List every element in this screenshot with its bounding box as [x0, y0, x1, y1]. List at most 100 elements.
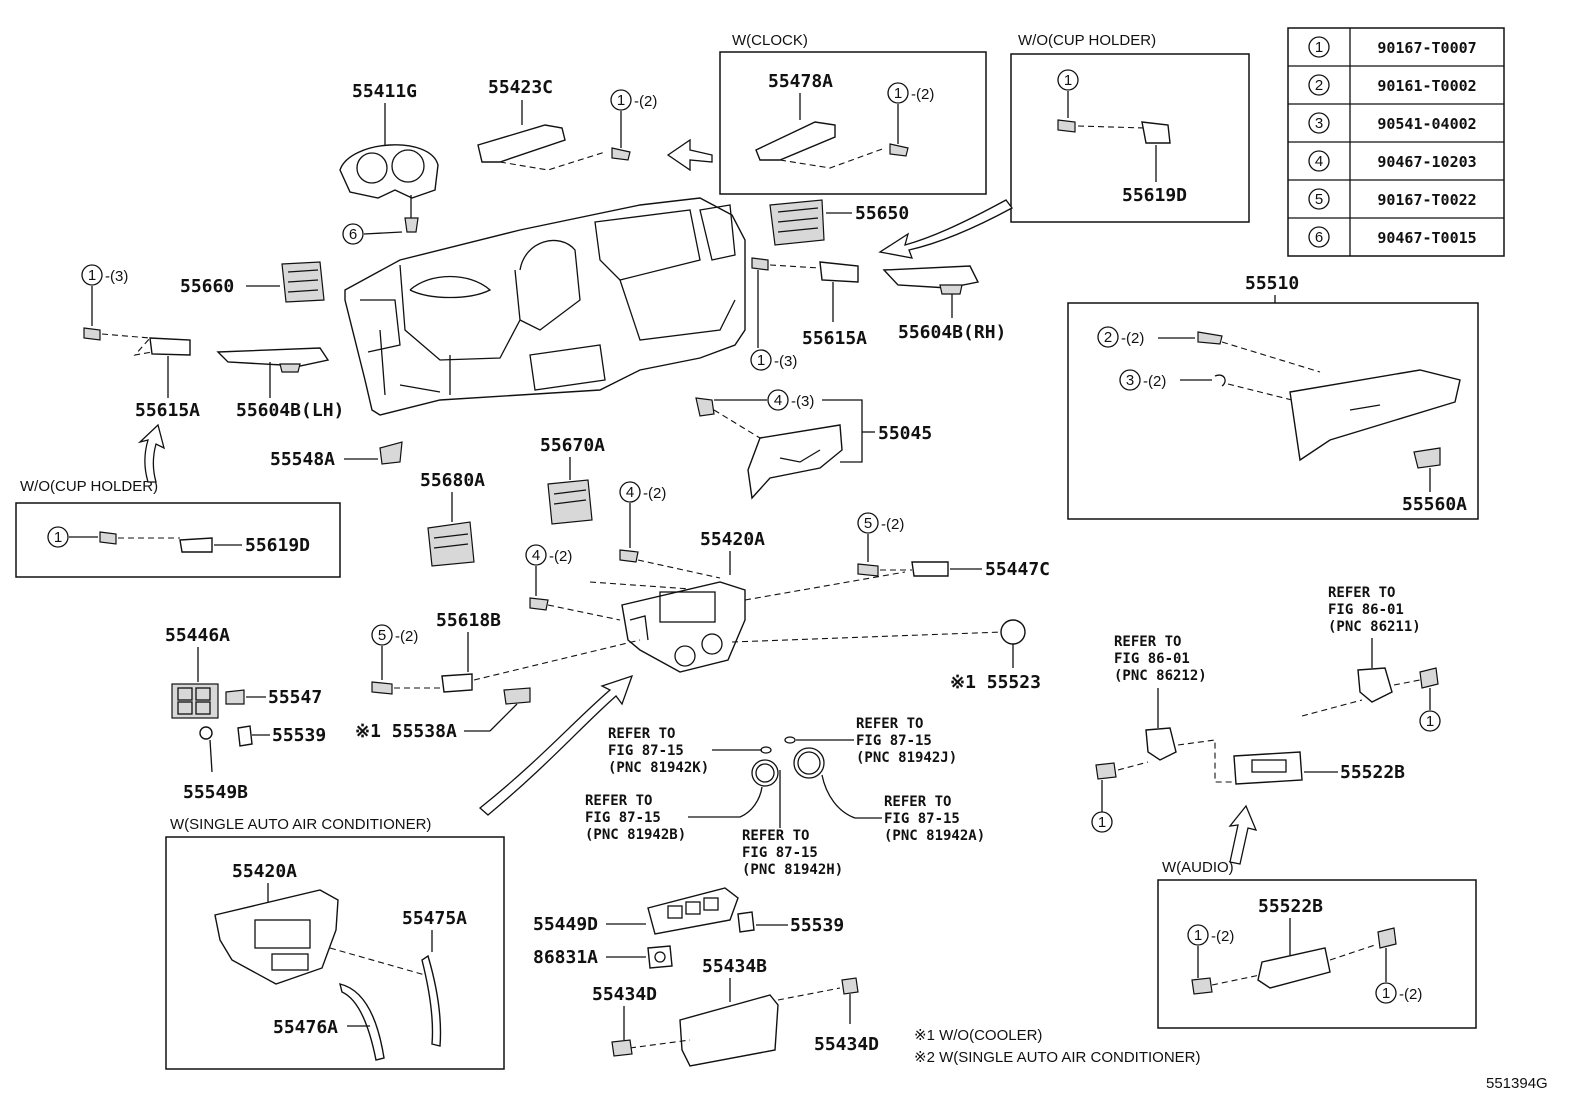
- part-55615A-left: 55615A: [101, 333, 200, 421]
- part-55423C: 55423C: [477, 77, 631, 171]
- callout-5-2-a: 5: [864, 515, 872, 532]
- part-55523: ※1 55523: [731, 619, 1041, 693]
- part-number-55619D-left: 55619D: [245, 535, 310, 556]
- part-55510: 55510 2 -(2) 3 -(2) 55560A: [1097, 273, 1467, 515]
- ring-81942A: [793, 747, 825, 779]
- part-55604B-rh: 55604B(RH): [882, 265, 1006, 343]
- box-clock: W(CLOCK): [719, 32, 987, 195]
- box-single-ac: W(SINGLE AUTO AIR CONDITIONER): [165, 816, 505, 1070]
- table-part: 90541-04002: [1377, 115, 1476, 133]
- label: -(2): [634, 93, 657, 110]
- label: FIG 87-15: [742, 845, 818, 861]
- label: -(2): [881, 516, 904, 533]
- part-55548A: 55548A: [270, 441, 403, 470]
- part-55615A-right: 55615A: [751, 257, 867, 349]
- label: -(3): [105, 268, 128, 285]
- part-55547: 55547: [225, 687, 322, 708]
- callout-1-audio-r: 1: [1426, 713, 1434, 730]
- ref-86212: REFER TO FIG 86-01 (PNC 86212): [1114, 634, 1207, 761]
- callout-4-2-b: 4 -(2): [525, 544, 572, 611]
- part-number-55670A: 55670A: [540, 435, 605, 456]
- label: -(2): [1143, 373, 1166, 390]
- label: -(2): [1399, 986, 1422, 1003]
- audio-screw-right: 1: [1393, 667, 1441, 732]
- label: FIG 87-15: [856, 733, 932, 749]
- box-cup-left: W/O(CUP HOLDER): [15, 478, 341, 578]
- table-part: 90167-T0022: [1377, 191, 1476, 209]
- callout-1-2-clock: 1 -(2): [887, 82, 934, 144]
- diagram-id: 551394G: [1486, 1075, 1548, 1092]
- label: FIG 87-15: [585, 810, 661, 826]
- label: 6: [349, 226, 357, 243]
- part-55538A: ※1 55538A: [355, 687, 531, 742]
- part-55434D-a: 55434D: [592, 984, 657, 1057]
- part-55604B-lh: 55604B(LH): [216, 347, 344, 421]
- label: (PNC 86212): [1114, 668, 1207, 684]
- part-number-55447C: 55447C: [985, 559, 1050, 580]
- ring-81942B: [751, 759, 779, 787]
- part-number-55650: 55650: [855, 203, 909, 224]
- box-cup-top-title: W/O(CUP HOLDER): [1018, 32, 1156, 49]
- part-55549B: 55549B: [183, 726, 248, 803]
- part-55539-a: 55539: [237, 725, 326, 747]
- audio-box-content: 55522B 1 -(2) 1 -(2): [1187, 896, 1422, 1004]
- part-number-55434B: 55434B: [702, 956, 767, 977]
- audio-screw-left: 1: [1091, 761, 1149, 833]
- note-1: ※1 W/O(COOLER): [914, 1027, 1042, 1044]
- cup-left-content: 1 55619D: [47, 526, 310, 556]
- part-number-55619D-top: 55619D: [1122, 185, 1187, 206]
- label: -(2): [1211, 928, 1234, 945]
- callout-1-3-left: 1 -(3): [81, 264, 128, 341]
- label: -(2): [1121, 330, 1144, 347]
- part-number-55604B-rh: 55604B(RH): [898, 322, 1006, 343]
- part-55660: 55660: [180, 261, 325, 303]
- notes: ※1 W/O(COOLER) ※2 W(SINGLE AUTO AIR COND…: [914, 1027, 1201, 1066]
- label: FIG 87-15: [884, 811, 960, 827]
- callout-2-2: 2: [1104, 329, 1112, 346]
- part-number-55478A: 55478A: [768, 71, 833, 92]
- label: 4: [626, 484, 634, 501]
- table-num: 6: [1315, 229, 1323, 246]
- part-55449D: 55449D: [533, 887, 739, 935]
- table-part: 90167-T0007: [1377, 39, 1476, 57]
- callout-1-2-audio-a: 1: [1194, 927, 1202, 944]
- part-55447C: 5 -(2) 55447C: [744, 512, 1050, 601]
- callout-4-2-a: 4 -(2): [619, 481, 666, 563]
- label: -(2): [643, 485, 666, 502]
- ref-81942A: REFER TO FIG 87-15 (PNC 81942A): [821, 774, 985, 844]
- part-number-55549B: 55549B: [183, 782, 248, 803]
- part-number-55604B-lh: 55604B(LH): [236, 400, 344, 421]
- callout-1-2-top: 1 -(2): [610, 89, 657, 148]
- label: 1: [617, 92, 625, 109]
- ref-81942K: REFER TO FIG 87-15 (PNC 81942K): [608, 726, 772, 776]
- part-number-55539-b: 55539: [790, 915, 844, 936]
- label: -(3): [774, 353, 797, 370]
- box-clock-title: W(CLOCK): [732, 32, 808, 49]
- arrow-single-ac: [478, 674, 634, 816]
- part-number-55522B-b: 55522B: [1258, 896, 1323, 917]
- label: 1: [757, 352, 765, 369]
- note-2: ※2 W(SINGLE AUTO AIR CONDITIONER): [914, 1049, 1201, 1066]
- label: FIG 86-01: [1114, 651, 1190, 667]
- box-audio: W(AUDIO): [1157, 859, 1477, 1029]
- part-number-55045: 55045: [878, 423, 932, 444]
- part-number-55539-a: 55539: [272, 725, 326, 746]
- ref-81942H: REFER TO FIG 87-15 (PNC 81942H): [742, 770, 843, 878]
- part-number-55411G: 55411G: [352, 81, 417, 102]
- arrow-cup-left: [137, 423, 165, 483]
- part-55618B: 5 -(2) 55618B: [371, 610, 641, 695]
- ref-81942J: REFER TO FIG 87-15 (PNC 81942J): [784, 716, 957, 766]
- callout-1-cup: 1: [1064, 72, 1072, 89]
- part-number-55615A-left: 55615A: [135, 400, 200, 421]
- part-55411G: 55411G: [339, 81, 439, 233]
- part-number-55618B: 55618B: [436, 610, 501, 631]
- box-cup-left-title: W/O(CUP HOLDER): [20, 478, 158, 495]
- part-number-55560A: 55560A: [1402, 494, 1467, 515]
